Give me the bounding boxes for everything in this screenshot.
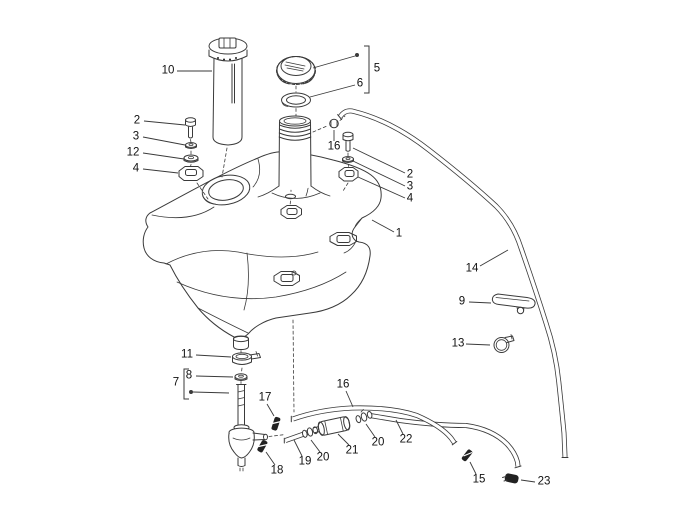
leader-17-18 [266,403,275,417]
fuel-tap-7 [228,384,268,472]
fuel-hose-16 [290,405,458,446]
leader-1-11 [371,219,395,233]
connector-20-right [355,408,373,424]
leader-3-4 [142,136,186,146]
leader-16-19 [345,390,354,408]
leader-20-24 [365,423,376,438]
tap-washer-8 [234,373,248,381]
callout-15-26: 15 [472,473,486,486]
bolt-washer-clamp-left [178,117,209,200]
leader-20-22 [310,439,321,453]
fuel-tap-assembly [228,350,284,472]
sender-opening-ring [201,174,251,206]
callout-20-22: 20 [316,451,330,464]
leader-9-13 [468,301,492,304]
leader-7-17 [192,391,230,394]
callout-19-21: 19 [298,455,312,468]
hose-22 [369,413,522,469]
callout-7-17: 7 [172,376,180,389]
leader-2-8 [352,147,406,174]
clip-18 [257,440,268,453]
callout-23-27: 23 [537,475,551,488]
callout-2-8: 2 [406,168,414,181]
callout-3-4: 3 [132,130,140,143]
leader-6-2 [309,84,356,98]
clip-17 [271,416,282,431]
callout-14-12: 14 [465,262,479,275]
callout-20-24: 20 [371,436,385,449]
leader-5-1 [312,55,356,69]
leader-4-6 [142,168,179,174]
cap-gasket [281,85,311,117]
fuel-level-sender [208,37,248,178]
outlet-clamp-11 [232,351,261,365]
callout-12-5: 12 [126,146,140,159]
leader-12-5 [142,152,185,160]
clip-15 [461,449,473,462]
callout-2-3: 2 [133,114,141,127]
callout-16-7: 16 [327,140,341,153]
leader-11-15 [195,354,232,358]
callout-10-0: 10 [161,64,175,77]
leader-22-25 [395,419,404,435]
leader-8-16 [195,375,234,378]
callout-4-6: 4 [132,162,140,175]
leader-3-9 [352,160,406,187]
callout-13-14: 13 [451,337,465,350]
leader-18-20 [265,451,276,466]
leader-13-14 [465,343,491,346]
callout-1-11: 1 [395,227,403,240]
callout-16-19: 16 [336,378,350,391]
leader-4-10 [357,176,406,199]
callout-11-15: 11 [181,348,193,361]
connector-20-left [301,426,319,438]
bracket-7 [183,368,189,400]
leader-14-12 [479,249,509,267]
callout-leader-layer [142,45,536,483]
dot-7 [189,390,193,394]
callout-6-2: 6 [356,77,364,90]
dot-5 [355,53,359,57]
breather-hose [337,108,569,458]
fuel-cap [276,56,316,85]
callout-21-23: 21 [345,444,359,457]
hose-clamp-13 [493,334,515,353]
bracket-5 [364,45,370,94]
callout-18-20: 18 [270,464,284,477]
tank-outlet-stub [233,335,249,350]
leader-19-21 [293,439,303,457]
leader-15-26 [469,461,477,475]
retainer-strap [491,293,536,315]
callout-8-16: 8 [185,369,193,382]
callout-22-25: 22 [399,433,413,446]
callout-9-13: 9 [458,295,466,308]
callout-3-9: 3 [406,180,414,193]
leader-23-27 [520,479,536,483]
filler-neck [257,115,346,199]
callout-5-1: 5 [373,62,381,75]
tank-bracket-top [280,205,302,219]
tank-bracket-right [329,232,357,246]
leader-2-3 [143,120,186,126]
tank-bracket-mid [273,271,300,286]
breather-valve-23 [502,473,519,484]
fuel-filter-21 [312,416,351,436]
leader-21-23 [337,433,350,446]
callout-17-18: 17 [258,391,272,404]
alignment-dash [292,319,295,413]
fuel-tank [142,151,382,350]
callout-4-10: 4 [406,192,414,205]
